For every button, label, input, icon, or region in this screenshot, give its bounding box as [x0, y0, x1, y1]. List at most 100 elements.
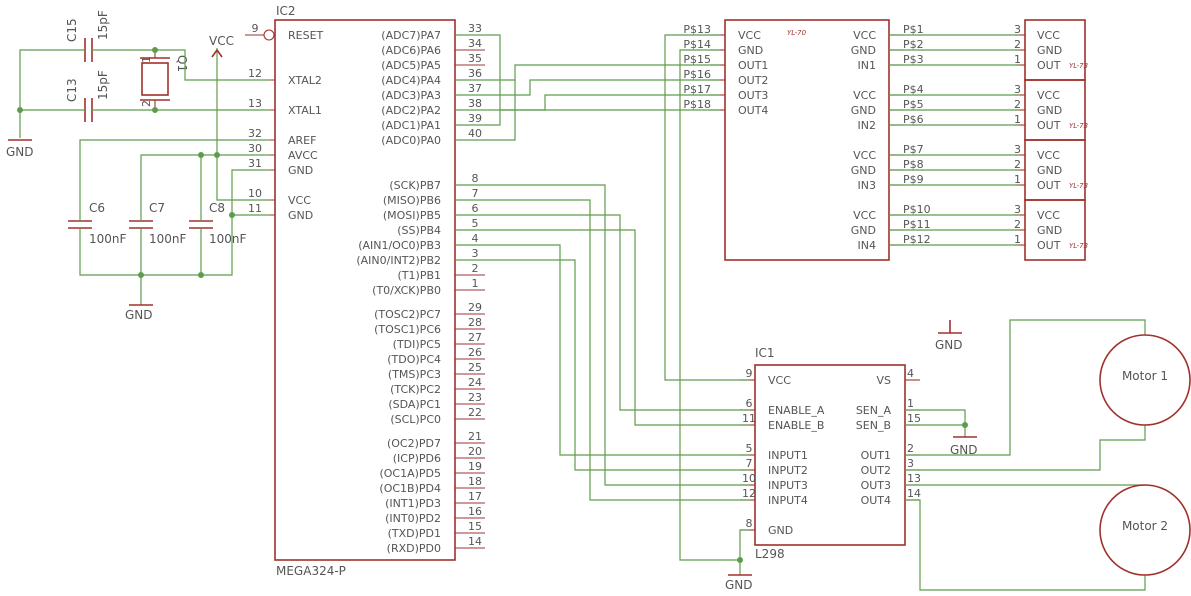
mcu-pin-name: (TOSC2)PC7	[374, 308, 441, 321]
driver-pin-number: 14	[907, 487, 921, 500]
motor-1-label: Motor 1	[1122, 369, 1168, 383]
mcu-pin-name: (ADC5)PA5	[381, 59, 441, 72]
driver-pin-number: 6	[746, 397, 753, 410]
yl70-label: YL-70	[787, 29, 807, 37]
driver-pin-name: INPUT3	[768, 479, 808, 492]
motor-2[interactable]: Motor 2	[1099, 484, 1191, 576]
sensor-pin-name: GND	[1037, 104, 1062, 117]
yl70-net-label: P$7	[903, 143, 924, 156]
mcu-pin-name: (SS)PB4	[397, 224, 441, 237]
gnd-symbol-driver-bottom: GND	[725, 574, 753, 592]
capacitor-c13[interactable]: C13 15pF	[65, 70, 110, 122]
sensor-pin-number: 2	[1014, 38, 1021, 51]
yl70-net-label: P$3	[903, 53, 924, 66]
yl70-pin-name: GND	[851, 44, 876, 57]
sensor-pin-name: GND	[1037, 224, 1062, 237]
mcu-right-pins: 33(ADC7)PA734(ADC6)PA635(ADC5)PA536(ADC4…	[356, 22, 485, 555]
mcu-pin-name: (TCK)PC2	[390, 383, 441, 396]
mcu-pin-name: (ADC6)PA6	[381, 44, 441, 57]
capacitor-c15[interactable]: C15 15pF	[65, 10, 110, 62]
yl70-pin-name: GND	[851, 164, 876, 177]
mcu-pin-number: 37	[468, 82, 482, 95]
driver-pin-number: 12	[742, 487, 756, 500]
yl70-pin-name: GND	[851, 224, 876, 237]
driver-pin-name: INPUT2	[768, 464, 808, 477]
mcu-pin-name: (TOSC1)PC6	[374, 323, 441, 336]
c8-ref: C8	[209, 201, 225, 215]
mcu-pin-number: 34	[468, 37, 482, 50]
driver-pin-name: GND	[768, 524, 793, 537]
yl70-net-label: P$1	[903, 23, 924, 36]
sensor-mark: YL-73	[1069, 62, 1088, 70]
mcu-pin-name: (ADC3)PA3	[381, 89, 441, 102]
mcu-pin-number: 9	[252, 22, 259, 35]
yl70-pin-name: GND	[851, 104, 876, 117]
yl70-pin-name: GND	[738, 44, 763, 57]
mcu-pin-number: 31	[248, 157, 262, 170]
mcu-pin-number: 11	[248, 202, 262, 215]
mcu-pin-name: (AIN0/INT2)PB2	[356, 254, 441, 267]
yl70-net-label: P$18	[683, 98, 711, 111]
decoupling-wires	[79, 48, 270, 305]
mcu-pin-number: 4	[472, 232, 479, 245]
gnd-symbol-driver-top: GND	[935, 320, 963, 352]
motor-1[interactable]: Motor 1	[1099, 334, 1191, 426]
vcc-label: VCC	[209, 34, 234, 48]
sensor-pin-name: OUT	[1037, 179, 1061, 192]
sensor-board-yl70[interactable]: YL-70 VCCP$13GNDP$14OUT1P$15OUT2P$16OUT3…	[683, 19, 931, 261]
driver-pin-name: OUT2	[861, 464, 891, 477]
mcu-pin-name: (SCK)PB7	[389, 179, 441, 192]
yl70-pin-name: VCC	[853, 149, 876, 162]
driver-pin-name: INPUT4	[768, 494, 808, 507]
mcu-pin-name: (RXD)PD0	[387, 542, 441, 555]
driver-pin-number: 5	[746, 442, 753, 455]
sensor-pin-number: 3	[1014, 143, 1021, 156]
mcu-pin-number: 24	[468, 376, 482, 389]
yl70-net-label: P$17	[683, 83, 711, 96]
capacitor-c6[interactable]: C6 100nF	[68, 201, 127, 246]
mcu-pin-number: 12	[248, 67, 262, 80]
mcu-pin-number: 14	[468, 535, 482, 548]
sensor-pin-number: 1	[1014, 113, 1021, 126]
mcu-pin-number: 15	[468, 520, 482, 533]
gnd-label: GND	[950, 443, 978, 457]
driver-pin-number: 4	[907, 367, 914, 380]
driver-pin-name: SEN_B	[856, 419, 891, 432]
mcu-pin-name: (SCL)PC0	[390, 413, 441, 426]
mcu-pin-number: 40	[468, 127, 482, 140]
mcu-pin-name: (SDA)PC1	[388, 398, 441, 411]
yl70-pin-name: IN2	[858, 119, 876, 132]
capacitor-c8[interactable]: C8 100nF	[189, 201, 247, 246]
crystal-q1[interactable]: Q1 1 2	[140, 50, 189, 110]
driver-pin-number: 3	[907, 457, 914, 470]
driver-pin-name: SEN_A	[856, 404, 892, 417]
mcu-pin-number: 16	[468, 505, 482, 518]
yl70-pin-name: OUT4	[738, 104, 768, 117]
c8-value: 100nF	[209, 232, 247, 246]
yl70-left-pins: VCCP$13GNDP$14OUT1P$15OUT2P$16OUT3P$17OU…	[683, 23, 768, 117]
c15-ref: C15	[65, 18, 79, 42]
mcu-pin-name: (MOSI)PB5	[383, 209, 441, 222]
yl70-net-label: P$2	[903, 38, 924, 51]
mcu-pin-number: 33	[468, 22, 482, 35]
capacitor-c7[interactable]: C7 100nF	[129, 201, 187, 246]
c13-ref: C13	[65, 78, 79, 102]
driver-pin-number: 2	[907, 442, 914, 455]
motor-driver-ic1[interactable]: IC1 L298 9VCC6ENABLE_A11ENABLE_B5INPUT17…	[740, 346, 921, 561]
oscillator-wires	[17, 47, 270, 138]
yl70-pin-name: OUT2	[738, 74, 768, 87]
gnd-label: GND	[725, 578, 753, 592]
mcu-pin-number: 22	[468, 406, 482, 419]
mcu-pin-name: (ICP)PD6	[393, 452, 441, 465]
mcu-pin-number: 2	[472, 262, 479, 275]
mcu-ic2[interactable]: IC2 MEGA324-P 9RESET12XTAL213XTAL132AREF…	[245, 4, 485, 578]
mcu-pin-number: 21	[468, 430, 482, 443]
sensor-pin-name: GND	[1037, 44, 1062, 57]
